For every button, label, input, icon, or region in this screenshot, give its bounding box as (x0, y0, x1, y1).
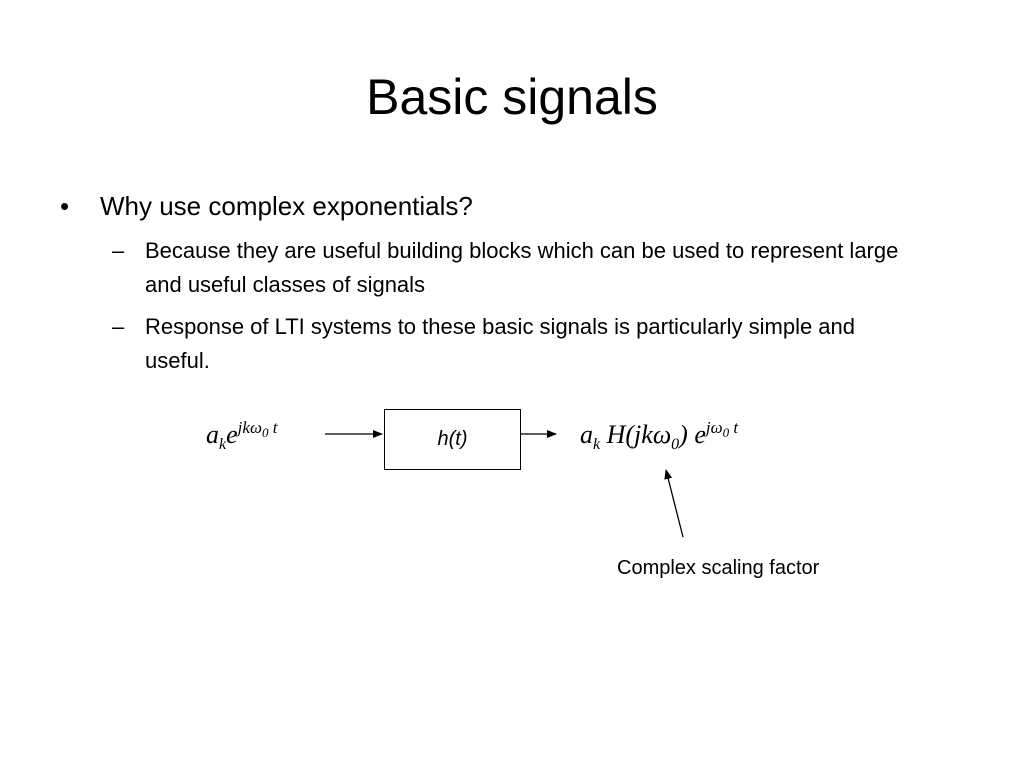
annotation-arrow (664, 469, 684, 538)
sub-bullet-item: – Because they are useful building block… (112, 234, 912, 302)
input-coefficient-index: k (219, 436, 227, 453)
input-exponent-omega: ω (249, 418, 262, 437)
input-signal-expression: akejkω0 t (206, 418, 278, 453)
bullet-text: Why use complex exponentials? (100, 191, 473, 221)
system-block: h(t) (384, 409, 521, 470)
annotation-label: Complex scaling factor (617, 557, 820, 579)
slide-title: Basic signals (366, 69, 658, 125)
bullet-item: • Why use complex exponentials? (60, 189, 473, 223)
output-transfer-omega-index: 0 (671, 436, 680, 453)
sub-bullet-dash: – (112, 238, 125, 263)
input-coefficient: a (206, 420, 219, 449)
sub-bullet-text: Response of LTI systems to these basic s… (145, 314, 856, 373)
output-transfer-omega: ω (652, 420, 672, 449)
output-signal-expression: ak H(jkω0) ejω0 t (580, 418, 739, 453)
sub-bullet-dash: – (112, 314, 125, 339)
output-transfer-open: H(jk (600, 420, 653, 449)
input-exponent: jkω0 t (237, 418, 278, 440)
output-coefficient: a (580, 420, 593, 449)
output-exponent-t: t (729, 418, 739, 437)
sub-bullet-text: Because they are useful building blocks … (145, 238, 899, 297)
output-exponent-omega-index: 0 (722, 425, 730, 440)
input-exponent-omega-index: 0 (261, 425, 269, 440)
input-exponent-t: t (268, 418, 278, 437)
input-exp-base: e (226, 420, 238, 449)
output-exponent-j: j (705, 418, 711, 437)
system-label: h(t) (437, 428, 468, 450)
input-exponent-jk: jk (237, 418, 250, 437)
output-exponent: jω0 t (705, 418, 739, 440)
output-coefficient-index: k (593, 436, 601, 453)
output-exponent-omega: ω (710, 418, 723, 437)
sub-bullet-item: – Response of LTI systems to these basic… (112, 310, 912, 378)
bullet-mark: • (60, 191, 70, 221)
output-transfer-close: ) e (679, 420, 706, 449)
